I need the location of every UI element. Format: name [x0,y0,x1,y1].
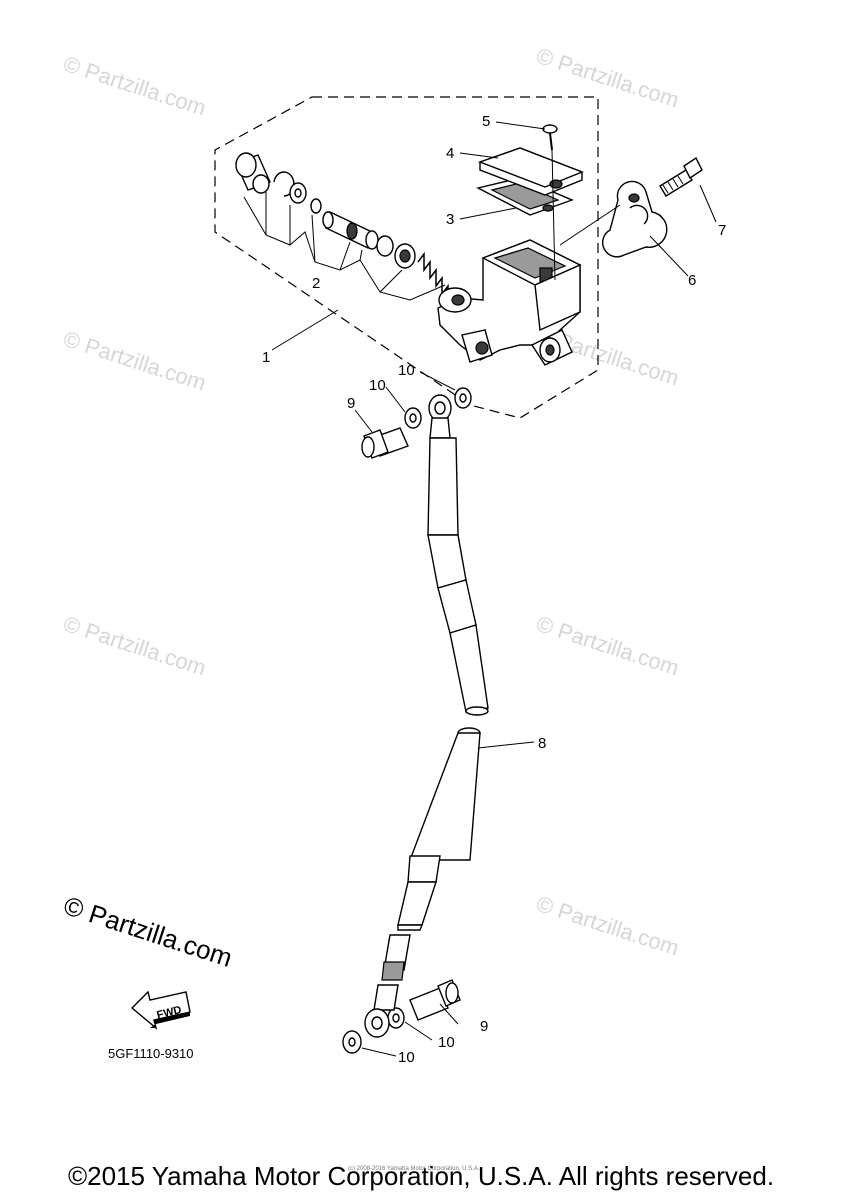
tiny-notice: (c) 2008-2016 Yamaha Motor Corporation, … [348,1166,480,1172]
union-bolt-upper [361,427,409,459]
callout-10-c: 10 [438,1034,455,1051]
holder-bolt [659,156,703,197]
assembly-outline [214,96,599,419]
watermark: © Partzilla.com [60,326,209,396]
piston-kit [235,152,461,313]
watermark: © Partzilla.com [533,611,682,681]
holder-clamp [559,180,668,258]
callout-10-d: 10 [398,1049,415,1066]
watermarks: © Partzilla.com © Partzilla.com © Partzi… [60,43,682,961]
leader-lines [271,121,717,1057]
callout-1: 1 [262,349,270,366]
callout-10-b: 10 [369,377,386,394]
watermark: © Partzilla.com [60,611,209,681]
watermark-large: © Partzilla.com [60,890,236,973]
fwd-arrow-icon: FWD [130,990,191,1030]
callout-10-a: 10 [398,362,415,379]
callout-3: 3 [446,211,454,228]
watermark: © Partzilla.com [533,43,682,113]
reservoir-cap [477,147,584,196]
watermark: © Partzilla.com [533,891,682,961]
watermark: © Partzilla.com [60,51,209,121]
callout-2: 2 [312,275,320,292]
copyright-notice: ©2015 Yamaha Motor Corporation, U.S.A. A… [67,1161,775,1191]
master-cylinder-body [437,239,582,366]
callout-8: 8 [538,735,546,752]
brake-hose [364,394,535,1038]
callout-7: 7 [718,222,726,239]
fwd-label: FWD [156,1004,183,1022]
diaphragm [476,177,574,216]
callout-9-lower: 9 [480,1018,488,1035]
callout-5: 5 [482,113,490,130]
callout-labels: 1 2 3 4 5 6 7 8 9 9 10 10 10 10 [262,113,726,1066]
copper-washers [342,387,472,1054]
cap-screw [542,124,558,281]
diagram-code: 5GF1110-9310 [108,1046,194,1061]
union-bolt-lower [409,979,461,1021]
callout-6: 6 [688,272,696,289]
callout-9-upper: 9 [347,395,355,412]
callout-4: 4 [446,145,454,162]
